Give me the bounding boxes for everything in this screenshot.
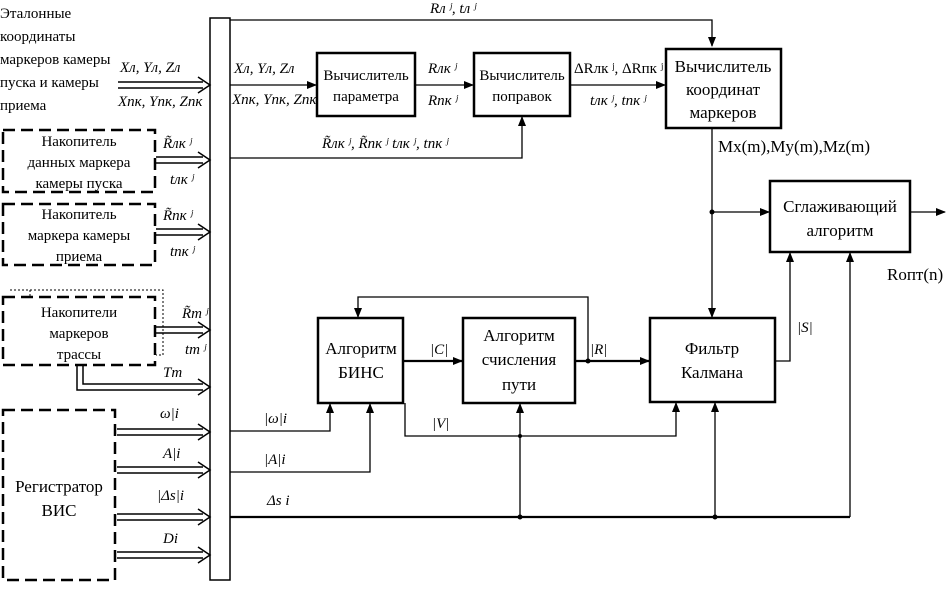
arrow-lower-to-corrections — [230, 116, 526, 159]
coords-out-label: Mx(m),My(m),Mz(m) — [718, 137, 870, 156]
smoothing-label: Сглаживающий — [783, 197, 897, 216]
svg-text:Эталонные: Эталонные — [0, 6, 72, 22]
signal-c-label: |C| — [430, 342, 448, 358]
signal-ds-label: Δs i — [266, 493, 290, 509]
svg-text:координаты: координаты — [0, 29, 75, 45]
omega-to-bins — [230, 403, 334, 432]
double-arrow-receive — [156, 223, 212, 241]
param-label: Вычислитель — [323, 68, 409, 84]
smoothing-label: алгоритм — [806, 221, 873, 240]
param-in-top: Xл, Yл, Zл — [233, 61, 295, 77]
registrator-label: ВИС — [42, 501, 77, 520]
svg-text:пуска и камеры: пуска и камеры — [0, 75, 99, 91]
ds-label: |Δs|i — [157, 488, 184, 504]
signal-r-label: |R| — [590, 342, 607, 358]
registrator-box — [1, 408, 117, 582]
kalman-label: Калмана — [681, 363, 744, 382]
registrator-label: Регистратор — [15, 477, 103, 496]
storage-receive-label: Накопитель — [41, 207, 116, 223]
path-label: Алгоритм — [483, 326, 555, 345]
launch-top-label: R̃лк ʲ — [162, 136, 192, 152]
coords-in-top: ΔRлк ʲ, ΔRпк ʲ — [574, 61, 663, 77]
svg-text:приема: приема — [0, 98, 47, 114]
a-to-bins — [230, 403, 374, 473]
feedback-to-bins — [354, 296, 589, 361]
top-line — [230, 19, 716, 47]
receive-bottom-label: tпк ʲ — [170, 244, 195, 260]
double-arrow-D — [117, 546, 212, 564]
bins-label: Алгоритм — [325, 339, 397, 358]
storage-receive-box — [1, 202, 157, 267]
signal-omega-label: |ω|i — [264, 411, 287, 427]
corrections-label: поправок — [492, 89, 552, 105]
storage-launch-box — [1, 128, 157, 194]
track-top-label: R̃m ʲ — [181, 306, 209, 322]
storage-track-label: трассы — [57, 347, 101, 363]
path-label: пути — [502, 375, 536, 394]
signal-v-label: |V| — [432, 416, 449, 432]
storage-track-box — [1, 295, 157, 367]
ref-top-label: Xл, Yл, Zл — [119, 60, 181, 76]
top-bus-label: Rл ʲ, tл ʲ — [429, 1, 477, 17]
double-arrow-reference — [118, 76, 212, 94]
reference-coordinates-text: Эталонные координаты маркеров камеры пус… — [0, 6, 110, 114]
data-bus — [209, 17, 231, 581]
storage-track-label: Накопители — [41, 305, 117, 321]
D-label: Di — [162, 531, 178, 547]
coords-label: Вычислитель — [675, 57, 772, 76]
storage-launch-label: камеры пуска — [35, 176, 122, 192]
bins-label: БИНС — [338, 363, 384, 382]
signal-s-label: |S| — [797, 320, 813, 336]
bins-v-to-kalman — [404, 402, 680, 437]
storage-launch-label: Накопитель — [41, 134, 116, 150]
param-label: параметра — [333, 89, 399, 105]
kalman-to-smoothing — [775, 252, 794, 362]
double-arrow-ds — [117, 508, 212, 526]
path-label: счисления — [482, 350, 557, 369]
double-arrow-launch — [156, 151, 212, 169]
marker-coords-calculator-block — [664, 47, 783, 130]
A-label: A|i — [162, 446, 180, 462]
double-arrow-track-T — [76, 366, 212, 396]
coords-label: координат — [686, 80, 761, 99]
ref-bottom-label: Xпк, Yпк, Zпк — [117, 94, 203, 110]
output-label: Rопт(n) — [887, 265, 943, 284]
param-in-bottom: Xпк, Yпк, Zпк — [231, 92, 317, 108]
double-arrow-omega — [117, 423, 212, 441]
smoothing-algorithm-block — [768, 179, 912, 254]
corrections-in-top: Rлк ʲ — [427, 61, 457, 77]
storage-receive-label: маркера камеры — [28, 228, 130, 244]
junction-dot — [712, 514, 718, 520]
receive-top-label: R̃пк ʲ — [162, 208, 193, 224]
omega-label: ω|i — [160, 406, 179, 422]
bins-algorithm-block — [316, 316, 405, 405]
junction-dot — [518, 434, 522, 438]
double-arrow-A — [117, 461, 212, 479]
coords-in-bottom: tлк ʲ, tпк ʲ — [590, 93, 647, 109]
track-bottom-label: tm ʲ — [185, 342, 207, 358]
kalman-label: Фильтр — [685, 339, 739, 358]
storage-track-shadow — [10, 289, 164, 356]
svg-text:маркеров камеры: маркеров камеры — [0, 52, 110, 68]
corrections-in-bottom: Rпк ʲ — [427, 93, 458, 109]
double-arrow-track — [156, 321, 212, 339]
corrections-in-lower: R̃лк ʲ, R̃пк ʲ tлк ʲ, tпк ʲ — [321, 136, 449, 152]
launch-bottom-label: tлк ʲ — [170, 172, 194, 188]
corrections-label: Вычислитель — [479, 68, 565, 84]
storage-launch-label: данных маркера — [28, 155, 131, 171]
param-calculator-block — [315, 51, 417, 118]
corrections-calculator-block — [472, 51, 572, 118]
track-T-label: Tm — [163, 365, 182, 381]
junction-dot — [517, 514, 523, 520]
storage-receive-label: приема — [56, 249, 103, 265]
coords-label: маркеров — [689, 103, 756, 122]
storage-track-label: маркеров — [49, 326, 108, 342]
kalman-filter-block — [648, 316, 777, 404]
signal-a-label: |A|i — [264, 452, 286, 468]
